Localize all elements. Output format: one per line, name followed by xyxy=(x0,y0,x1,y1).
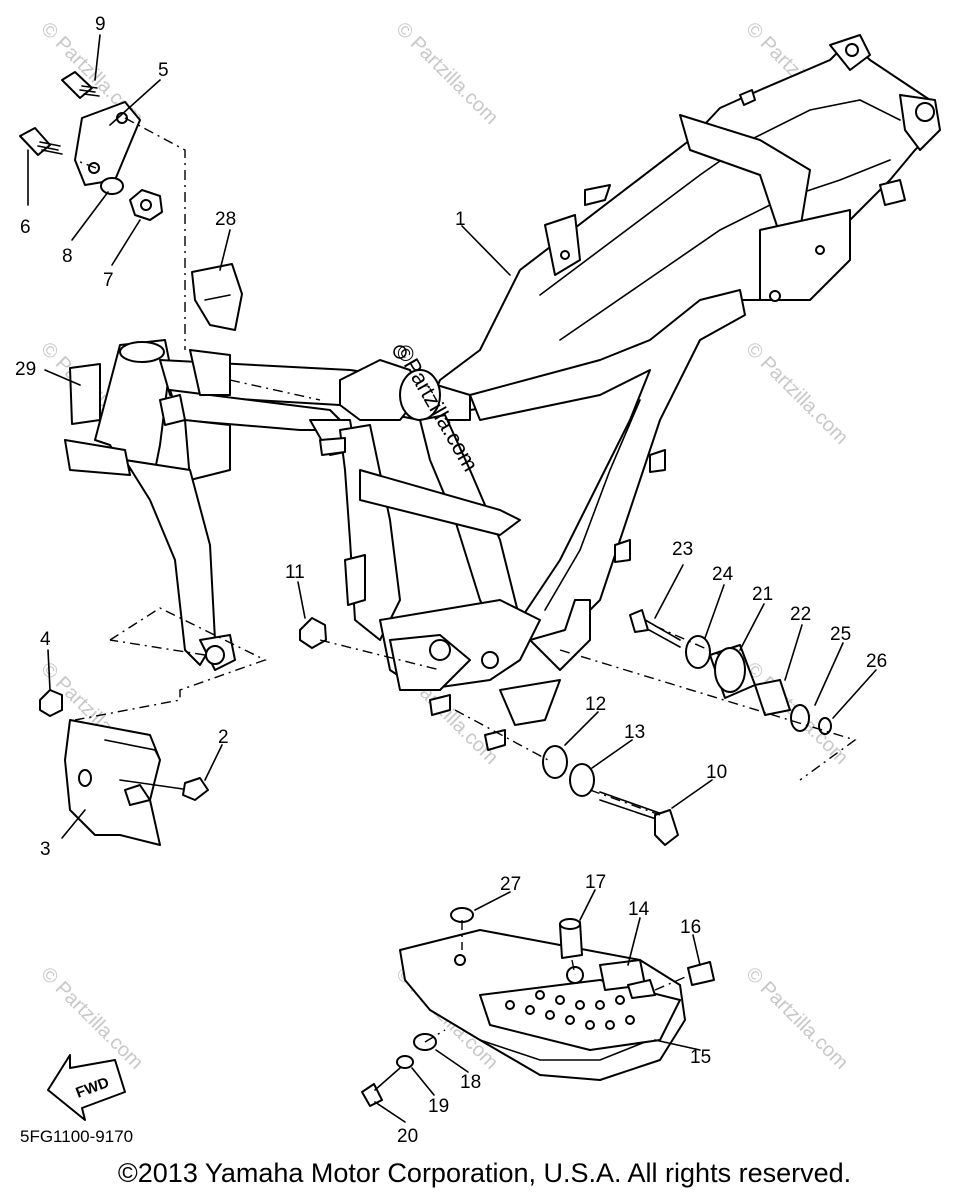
rear-mount-parts xyxy=(299,609,832,846)
skid-plate-part-15 xyxy=(399,929,686,1081)
watermark: © Partzilla.com xyxy=(36,963,147,1074)
callout-18: 18 xyxy=(460,1072,481,1093)
part-17-rubber xyxy=(559,918,583,959)
callout-11: 11 xyxy=(285,562,305,583)
frame-part-1 xyxy=(64,34,941,751)
part-3-engine-bracket xyxy=(64,719,161,846)
callouts: 9 5 6 8 7 28 1 29 11 4 2 3 23 24 21 22 2… xyxy=(15,14,887,1147)
part-16-cap xyxy=(687,961,715,986)
callout-7: 7 xyxy=(103,270,114,291)
fwd-arrow-icon: FWD xyxy=(47,1054,126,1121)
callout-25: 25 xyxy=(830,624,851,645)
callout-22: 22 xyxy=(790,604,811,625)
part-27-grommet xyxy=(450,907,474,923)
part-28-bracket xyxy=(191,263,243,331)
parts-18-20-fasteners xyxy=(361,1033,437,1107)
callout-3: 3 xyxy=(40,839,51,860)
callout-13: 13 xyxy=(624,722,645,743)
callout-14: 14 xyxy=(628,899,650,920)
callout-24: 24 xyxy=(712,564,734,585)
callout-27: 27 xyxy=(500,874,521,895)
part-2-bolt xyxy=(119,777,209,801)
diagram-code: 5FG1100-9170 xyxy=(20,1127,134,1146)
callout-20: 20 xyxy=(397,1126,418,1147)
copyright-notice: ©2013 Yamaha Motor Corporation, U.S.A. A… xyxy=(117,1158,852,1188)
watermark: © Partzilla.com xyxy=(391,18,502,129)
callout-19: 19 xyxy=(428,1096,449,1117)
callout-23: 23 xyxy=(672,539,693,560)
assembly-lines xyxy=(74,117,857,1043)
callout-1: 1 xyxy=(455,209,466,230)
callout-26: 26 xyxy=(866,651,887,672)
callout-6: 6 xyxy=(20,217,31,238)
callout-15: 15 xyxy=(690,1047,711,1068)
callout-17: 17 xyxy=(585,872,606,893)
callout-29: 29 xyxy=(15,359,36,380)
watermark: © Partzilla.com xyxy=(741,338,852,449)
callout-21: 21 xyxy=(752,584,773,605)
leader-lines xyxy=(27,34,877,1123)
callout-28: 28 xyxy=(215,209,236,230)
part-4-nut xyxy=(39,689,63,717)
watermark: © Partzilla.com xyxy=(741,963,852,1074)
callout-4: 4 xyxy=(40,629,51,650)
callout-5: 5 xyxy=(158,60,169,81)
callout-8: 8 xyxy=(62,246,73,267)
part-29-label-plate xyxy=(69,363,101,425)
callout-16: 16 xyxy=(680,917,701,938)
callout-10: 10 xyxy=(706,762,727,783)
callout-2: 2 xyxy=(218,727,229,748)
callout-9: 9 xyxy=(95,14,106,35)
callout-12: 12 xyxy=(585,694,606,715)
parts-5-9-mount xyxy=(19,71,163,221)
